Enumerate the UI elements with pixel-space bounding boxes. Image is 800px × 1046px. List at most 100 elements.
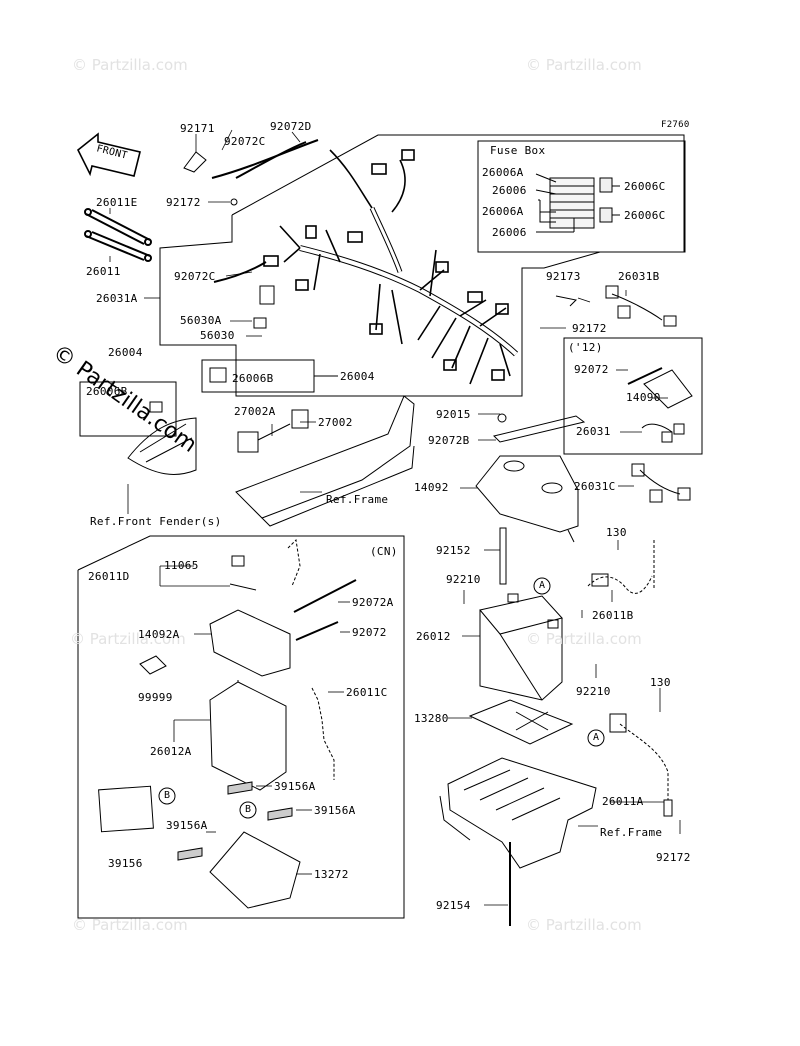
part-label: 92072D — [270, 120, 312, 133]
part-label: 26006A — [482, 166, 524, 179]
figure-code: F2760 — [661, 120, 690, 130]
cn-variant-box — [77, 535, 405, 919]
part-label: 92173 — [546, 270, 581, 283]
variant-12-parts — [627, 367, 693, 443]
part-label: 92172 — [166, 196, 201, 209]
watermark: © Partzilla.com — [526, 916, 642, 934]
part-label: 26006B — [232, 372, 274, 385]
part-label: 130 — [606, 526, 627, 539]
part-label: 130 — [650, 676, 671, 689]
part-label: 92072C — [224, 135, 266, 148]
part-label: 26011B — [592, 609, 634, 622]
watermark: © Partzilla.com — [526, 56, 642, 74]
part-label: 92154 — [436, 899, 471, 912]
part-label: 26006B — [86, 385, 128, 398]
bracket-92072B — [493, 413, 586, 443]
part-label: 99999 — [138, 691, 173, 704]
part-label: 27002A — [234, 405, 276, 418]
part-label: 56030 — [200, 329, 235, 342]
part-label: 92072 — [574, 363, 609, 376]
part-label: 26004 — [340, 370, 375, 383]
part-label: 56030A — [180, 314, 222, 327]
sub-harnesses — [555, 285, 691, 503]
part-label: 26006 — [492, 226, 527, 239]
part-label: 26011A — [602, 795, 644, 808]
part-label: 26006A — [482, 205, 524, 218]
ref-frame-2: Ref.Frame — [600, 826, 663, 839]
callout-a2: A — [593, 732, 600, 743]
part-label: 92072B — [428, 434, 470, 447]
ref-front-fender: Ref.Front Fender(s) — [90, 515, 222, 528]
battery-cables-26011 — [84, 208, 152, 262]
ref-frame-1: Ref.Frame — [326, 493, 389, 506]
cables-26011B-A — [587, 540, 673, 817]
callout-circle-b1 — [158, 787, 176, 805]
frame-crossmember — [235, 395, 415, 527]
front-arrow-icon — [76, 132, 141, 177]
part-label: 39156A — [166, 819, 208, 832]
holders — [213, 261, 275, 329]
leader-lines — [109, 129, 681, 906]
watermark: © Partzilla.com — [526, 630, 642, 648]
frame-bottom — [439, 757, 597, 869]
part-label: 14092 — [414, 481, 449, 494]
callout-b1: B — [164, 790, 171, 801]
part-label: 92172 — [572, 322, 607, 335]
battery-holder-14092 — [475, 455, 579, 543]
part-label: 26031A — [96, 292, 138, 305]
part-label: 14090 — [626, 391, 661, 404]
part-label: 92072A — [352, 596, 394, 609]
part-label: 27002 — [318, 416, 353, 429]
part-label: 39156 — [108, 857, 143, 870]
part-label: 26011D — [88, 570, 130, 583]
part-label: 26011 — [86, 265, 121, 278]
part-label: 26004 — [108, 346, 143, 359]
part-label: 26006C — [624, 209, 666, 222]
part-label: 26031B — [618, 270, 660, 283]
part-label: 26012 — [416, 630, 451, 643]
battery-26012 — [479, 593, 563, 701]
callout-b2: B — [245, 804, 252, 815]
callout-circle-a1 — [533, 577, 551, 595]
fuse-box-frame — [477, 140, 686, 253]
callout-a1: A — [539, 580, 546, 591]
watermark: © Partzilla.com — [72, 56, 188, 74]
part-label: 26031 — [576, 425, 611, 438]
harness-outline — [159, 134, 685, 397]
variant-cn-label: (CN) — [370, 545, 398, 558]
part-label: 26012A — [150, 745, 192, 758]
part-label: 92072C — [174, 270, 216, 283]
tray-13280 — [468, 699, 574, 745]
part-label: 26006C — [624, 180, 666, 193]
part-label: 92210 — [446, 573, 481, 586]
wiring-harness — [263, 149, 519, 385]
callout-circle-b2 — [239, 801, 257, 819]
part-label: 92152 — [436, 544, 471, 557]
front-fender — [127, 401, 197, 475]
fuse-box-diagram — [535, 173, 620, 233]
part-label: 92210 — [576, 685, 611, 698]
part-label: 92072 — [352, 626, 387, 639]
part-label: 14092A — [138, 628, 180, 641]
rod-92152 — [499, 527, 507, 585]
variant-12-label: ('12) — [568, 341, 603, 354]
callout-circle-a2 — [587, 729, 605, 747]
part-label: 26031C — [574, 480, 616, 493]
part-label: 39156A — [314, 804, 356, 817]
variant-12-box — [563, 337, 703, 455]
part-label: 13272 — [314, 868, 349, 881]
part-label: 92171 — [180, 122, 215, 135]
cn-parts — [98, 538, 357, 909]
band-ties — [183, 139, 319, 206]
part-label: 26011E — [96, 196, 138, 209]
watermark: © Partzilla.com — [72, 916, 188, 934]
part-label: 13280 — [414, 712, 449, 725]
part-label: 26006 — [492, 184, 527, 197]
part-label: 92015 — [436, 408, 471, 421]
fuse-box-title: Fuse Box — [490, 144, 546, 157]
watermark: © Partzilla.com — [70, 630, 186, 648]
part-label: 11065 — [164, 559, 199, 572]
part-label: 26011C — [346, 686, 388, 699]
